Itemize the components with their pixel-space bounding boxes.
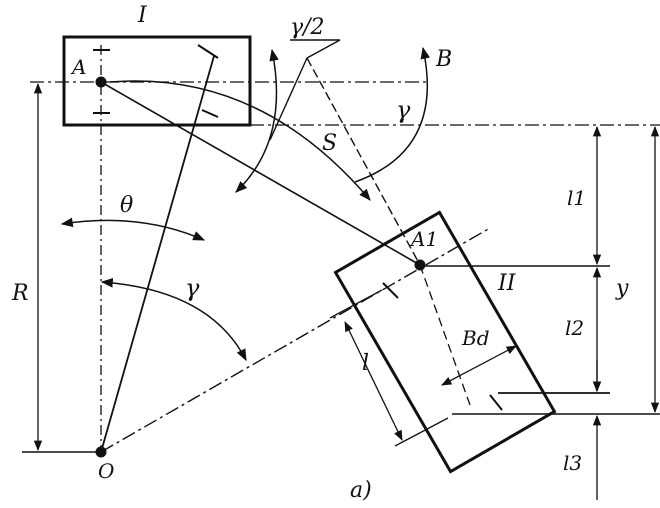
axis-two-tick-b [489, 394, 503, 411]
label-l1: l1 [567, 186, 586, 210]
dim-bd [441, 345, 517, 386]
arc-rotation-left [235, 48, 279, 193]
label-l: l [362, 351, 369, 376]
label-l3: l3 [563, 451, 582, 475]
label-gamma-right: γ [396, 96, 411, 124]
axis-two-tick [382, 282, 399, 299]
label-point-a: A [70, 55, 86, 79]
point-a [95, 76, 107, 88]
label-roman-two: II [497, 271, 517, 296]
line-theta-tick [197, 44, 219, 59]
rectangle-two [333, 210, 557, 474]
line-a-a1 [100, 81, 421, 266]
label-y: y [615, 276, 629, 301]
label-point-b: B [435, 47, 452, 72]
dim-l-ext-top [329, 289, 383, 319]
line-bisector [306, 57, 421, 266]
label-point-o: O [98, 459, 114, 483]
label-r: R [11, 281, 29, 306]
label-theta: θ [120, 193, 133, 218]
label-l2: l2 [565, 316, 584, 340]
label-point-a1: A1 [409, 227, 438, 251]
arc-gamma-left [100, 278, 247, 362]
label-half-gamma: γ/2 [290, 15, 325, 40]
label-bd: Bd [461, 326, 490, 350]
dim-l [344, 321, 403, 441]
rectangle-one [62, 35, 252, 127]
arc-theta [60, 217, 206, 241]
label-gamma-left: γ [185, 274, 200, 302]
line-o-theta [100, 55, 215, 453]
arc-gamma-right [354, 46, 430, 183]
half-gamma-right [306, 39, 341, 59]
dim-l-ext-bottom [394, 417, 449, 447]
label-roman-one: I [137, 3, 148, 28]
axis-two-long [419, 264, 471, 406]
label-s: S [322, 131, 337, 156]
line-theta-tick-b [201, 109, 219, 118]
line-o-axis-two [100, 227, 491, 453]
caption: a) [350, 478, 372, 503]
